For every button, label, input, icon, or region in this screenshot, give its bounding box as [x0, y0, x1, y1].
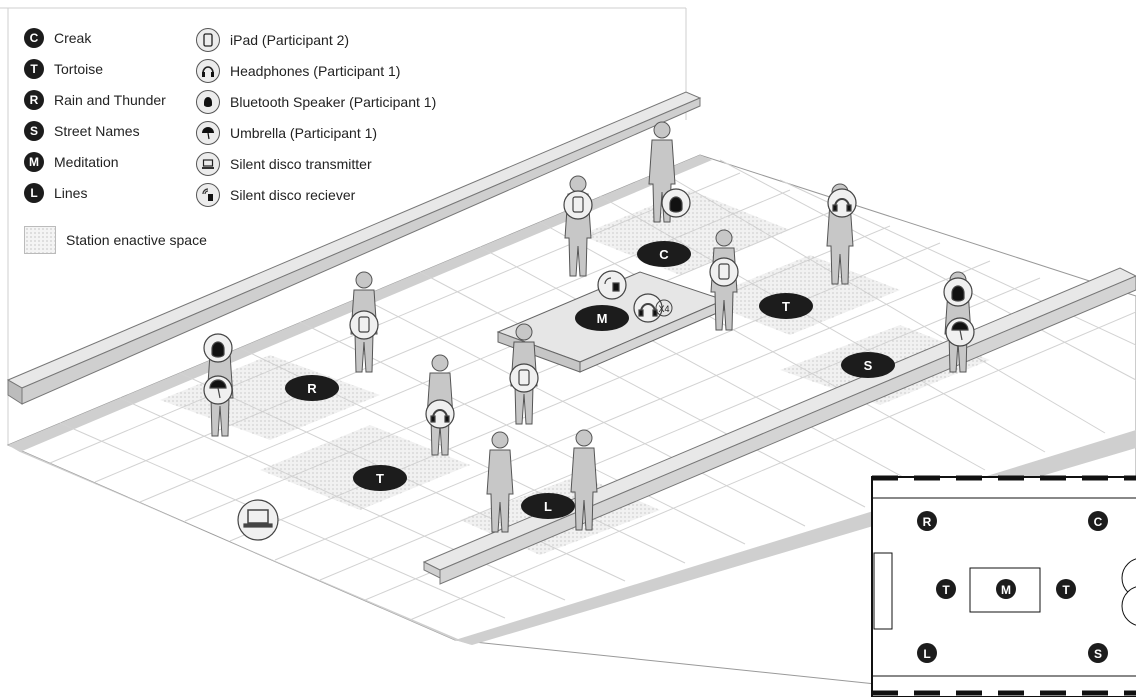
plan-marker-r: R — [917, 511, 937, 531]
legend-device-headphones: Headphones (Participant 1) — [196, 59, 400, 83]
svg-text:T: T — [942, 583, 950, 597]
floor-marker-c: C — [637, 241, 691, 267]
floor-marker-s: S — [841, 352, 895, 378]
headphones-icon — [425, 399, 455, 429]
floor-station-markers: C T R S M L T — [285, 241, 895, 519]
svg-text:S: S — [864, 358, 873, 373]
station-badge: L — [24, 183, 44, 203]
svg-text:M: M — [597, 311, 608, 326]
svg-text:S: S — [1094, 647, 1102, 661]
legend-station-l: L Lines — [24, 183, 87, 203]
headphones-icon — [196, 59, 220, 83]
station-badge: C — [24, 28, 44, 48]
plan-marker-t-left: T — [936, 579, 956, 599]
legend-label: Street Names — [54, 123, 140, 139]
umbrella-icon — [945, 317, 975, 347]
bench-back — [6, 91, 702, 405]
svg-text:R: R — [307, 381, 317, 396]
ipad-icon — [509, 363, 539, 393]
svg-text:R: R — [923, 515, 932, 529]
legend-label: Silent disco reciever — [230, 187, 356, 203]
bluetooth-speaker-icon — [943, 277, 973, 307]
legend-device-ipad: iPad (Participant 2) — [196, 28, 349, 52]
transmitter-icon — [237, 499, 279, 541]
svg-text:C: C — [659, 247, 669, 262]
svg-text:M: M — [1001, 583, 1011, 597]
ipad-icon — [709, 257, 739, 287]
plan-marker-l: L — [917, 643, 937, 663]
legend-label: iPad (Participant 2) — [230, 32, 350, 48]
receiver-icon — [597, 270, 627, 300]
receiver-icon — [196, 183, 220, 207]
legend-label: Rain and Thunder — [54, 92, 166, 108]
legend-label: Umbrella (Participant 1) — [230, 125, 378, 141]
floor-marker-m: M — [575, 305, 629, 331]
svg-text:T: T — [376, 471, 384, 486]
legend: C Creak T Tortoise R Rain and Thunder S … — [24, 28, 494, 258]
legend-label: Headphones (Participant 1) — [230, 63, 401, 79]
bluetooth-speaker-icon — [196, 90, 220, 114]
legend-station-s: S Street Names — [24, 121, 140, 141]
floor-marker-l: L — [521, 493, 575, 519]
svg-text:C: C — [1094, 515, 1103, 529]
legend-label: Tortoise — [54, 61, 104, 77]
legend-label: Creak — [54, 30, 92, 46]
bluetooth-speaker-icon — [661, 188, 691, 218]
plan-marker-s: S — [1088, 643, 1108, 663]
plan-marker-t-right: T — [1056, 579, 1076, 599]
headphones-multiplier: X4 — [658, 304, 669, 314]
svg-text:L: L — [544, 499, 552, 514]
station-badge: S — [24, 121, 44, 141]
plan-marker-c: C — [1088, 511, 1108, 531]
svg-text:L: L — [923, 647, 930, 661]
headphones-icon — [633, 293, 663, 323]
legend-label: Meditation — [54, 154, 119, 170]
station-badge: R — [24, 90, 44, 110]
floor-marker-t-right: T — [759, 293, 813, 319]
umbrella-icon — [196, 121, 220, 145]
legend-device-umbrella: Umbrella (Participant 1) — [196, 121, 377, 145]
bluetooth-speaker-icon — [203, 333, 233, 363]
svg-text:T: T — [1062, 583, 1070, 597]
legend-label: Station enactive space — [66, 232, 207, 248]
headphones-icon — [827, 188, 857, 218]
device-icons — [203, 188, 975, 541]
legend-enactive-space: Station enactive space — [24, 226, 207, 254]
legend-label: Bluetooth Speaker (Participant 1) — [230, 94, 437, 110]
station-badge: M — [24, 152, 44, 172]
legend-label: Silent disco transmitter — [230, 156, 372, 172]
floor-plan-inset: R C T M T L S — [871, 475, 1136, 697]
station-badge: T — [24, 59, 44, 79]
dotted-space-swatch — [24, 226, 56, 254]
legend-device-receiver: Silent disco reciever — [196, 183, 355, 207]
umbrella-icon — [203, 375, 233, 405]
svg-text:T: T — [782, 299, 790, 314]
legend-station-c: C Creak — [24, 28, 91, 48]
ipad-icon — [349, 310, 379, 340]
legend-station-r: R Rain and Thunder — [24, 90, 166, 110]
legend-label: Lines — [54, 185, 88, 201]
legend-station-t: T Tortoise — [24, 59, 103, 79]
plan-marker-m: M — [996, 579, 1016, 599]
ipad-icon — [196, 28, 220, 52]
legend-station-m: M Meditation — [24, 152, 119, 172]
transmitter-icon — [196, 152, 220, 176]
floor-marker-r: R — [285, 375, 339, 401]
legend-device-speaker: Bluetooth Speaker (Participant 1) — [196, 90, 436, 114]
legend-device-transmitter: Silent disco transmitter — [196, 152, 372, 176]
enactive-space-c — [580, 190, 790, 275]
ipad-icon — [563, 190, 593, 220]
floor-marker-t-left: T — [353, 465, 407, 491]
